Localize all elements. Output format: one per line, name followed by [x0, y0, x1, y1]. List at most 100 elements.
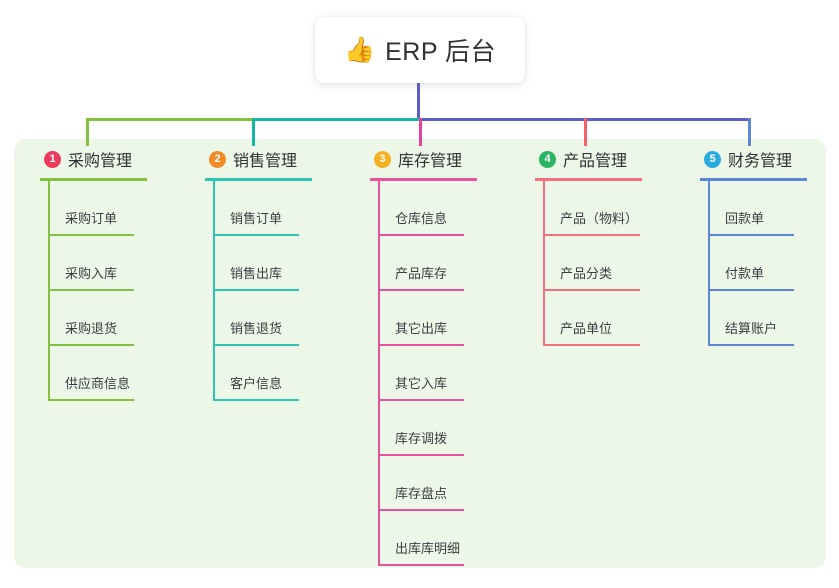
- branch-items-sales: 销售订单销售出库销售退货客户信息: [213, 181, 312, 401]
- root-node-title: ERP 后台: [385, 38, 497, 66]
- branch-item-underline: [708, 289, 794, 291]
- branch-item-label: 付款单: [725, 266, 765, 281]
- branch-item-label: 销售订单: [230, 211, 283, 226]
- branch-item-underline: [213, 399, 299, 401]
- branch-item[interactable]: 采购退货: [48, 291, 147, 346]
- branch-item[interactable]: 出库库明细: [378, 511, 477, 566]
- branch-item[interactable]: 库存调拨: [378, 401, 477, 456]
- branch-spine: [543, 181, 545, 346]
- branch-header-sales[interactable]: 2 销售管理: [205, 146, 312, 172]
- branch-item-underline: [213, 234, 299, 236]
- branch-item-underline: [378, 344, 464, 346]
- branch-item-label: 销售出库: [230, 266, 283, 281]
- branch-number-badge: 1: [44, 150, 61, 168]
- connector-stub-finance: [748, 118, 751, 146]
- branch-item[interactable]: 客户信息: [213, 346, 312, 401]
- branch-item[interactable]: 付款单: [708, 236, 807, 291]
- branch-item[interactable]: 销售出库: [213, 236, 312, 291]
- branch-item[interactable]: 销售订单: [213, 181, 312, 236]
- branch-item-underline: [543, 234, 640, 236]
- branch-underline: [700, 178, 807, 181]
- branch-item-label: 回款单: [725, 211, 765, 226]
- root-node-card[interactable]: 👍 ERP 后台: [315, 17, 525, 83]
- branch-item-underline: [48, 399, 134, 401]
- branch-item-label: 库存调拨: [395, 431, 448, 446]
- branch-underline: [40, 178, 147, 181]
- branch-title: 产品管理: [563, 153, 628, 170]
- branch-spine: [378, 181, 380, 566]
- branch-item[interactable]: 供应商信息: [48, 346, 147, 401]
- branch-header-purchase[interactable]: 1 采购管理: [40, 146, 147, 172]
- branch-item-label: 其它出库: [395, 321, 448, 336]
- branch-item[interactable]: 仓库信息: [378, 181, 477, 236]
- branch-title: 采购管理: [68, 153, 133, 170]
- branch-item-label: 销售退货: [230, 321, 283, 336]
- branch-item-underline: [48, 289, 134, 291]
- branch-items-finance: 回款单付款单结算账户: [708, 181, 807, 346]
- branch-item[interactable]: 采购入库: [48, 236, 147, 291]
- branch-item[interactable]: 销售退货: [213, 291, 312, 346]
- connector-root-vertical: [417, 83, 420, 121]
- branch-items-purchase: 采购订单采购入库采购退货供应商信息: [48, 181, 147, 401]
- thumbs-up-icon: 👍: [343, 35, 376, 64]
- branch-item[interactable]: 产品单位: [543, 291, 642, 346]
- branch-item-underline: [708, 344, 794, 346]
- connector-segment-green: [86, 118, 252, 121]
- branch-item-label: 仓库信息: [395, 211, 448, 226]
- branch-item[interactable]: 回款单: [708, 181, 807, 236]
- branch-title: 库存管理: [398, 153, 463, 170]
- branch-item-underline: [48, 234, 134, 236]
- branch-underline: [370, 178, 477, 181]
- branch-item[interactable]: 产品库存: [378, 236, 477, 291]
- branch-item-label: 产品库存: [395, 266, 448, 281]
- branch-item[interactable]: 库存盘点: [378, 456, 477, 511]
- branch-items-product: 产品（物料） 产品分类产品单位: [543, 181, 642, 346]
- branch-item[interactable]: 结算账户: [708, 291, 807, 346]
- branch-column-purchase: 1 采购管理采购订单采购入库采购退货供应商信息: [40, 146, 147, 401]
- branch-header-product[interactable]: 4 产品管理: [535, 146, 642, 172]
- branch-item-label: 产品单位: [560, 321, 613, 336]
- branch-spine: [708, 181, 710, 346]
- branch-spine: [213, 181, 215, 401]
- branch-item-underline: [378, 564, 464, 566]
- connector-stub-sales: [252, 118, 255, 146]
- branch-item-label: 产品（物料）: [560, 211, 639, 226]
- branch-item[interactable]: 其它出库: [378, 291, 477, 346]
- branch-item-underline: [378, 509, 464, 511]
- branch-item-underline: [48, 344, 134, 346]
- branch-item-label: 库存盘点: [395, 486, 448, 501]
- branch-item-underline: [213, 289, 299, 291]
- branch-item-label: 采购入库: [65, 266, 118, 281]
- connector-segment-teal: [252, 118, 419, 121]
- branch-number-badge: 2: [209, 150, 226, 168]
- branch-column-sales: 2 销售管理销售订单销售出库销售退货客户信息: [205, 146, 312, 401]
- branch-item[interactable]: 采购订单: [48, 181, 147, 236]
- branch-item-label: 出库库明细: [395, 541, 461, 556]
- branch-item-label: 结算账户: [725, 321, 778, 336]
- branch-item-underline: [378, 289, 464, 291]
- branch-underline: [535, 178, 642, 181]
- branch-title: 销售管理: [233, 153, 298, 170]
- branch-item-underline: [378, 234, 464, 236]
- branch-item-underline: [708, 234, 794, 236]
- branch-item[interactable]: 产品分类: [543, 236, 642, 291]
- branch-number-badge: 5: [704, 150, 721, 168]
- branch-item-underline: [543, 289, 640, 291]
- branch-number-badge: 4: [539, 150, 556, 168]
- branch-item-label: 其它入库: [395, 376, 448, 391]
- branches-panel: [14, 139, 826, 568]
- branch-item[interactable]: 其它入库: [378, 346, 477, 401]
- branch-item-label: 采购订单: [65, 211, 118, 226]
- connector-stub-inventory: [419, 118, 422, 146]
- branch-spine: [48, 181, 50, 401]
- branch-column-product: 4 产品管理产品（物料） 产品分类产品单位: [535, 146, 642, 346]
- branch-item[interactable]: 产品（物料）: [543, 181, 642, 236]
- branch-item-label: 产品分类: [560, 266, 613, 281]
- branch-underline: [205, 178, 312, 181]
- connector-stub-purchase: [86, 118, 89, 146]
